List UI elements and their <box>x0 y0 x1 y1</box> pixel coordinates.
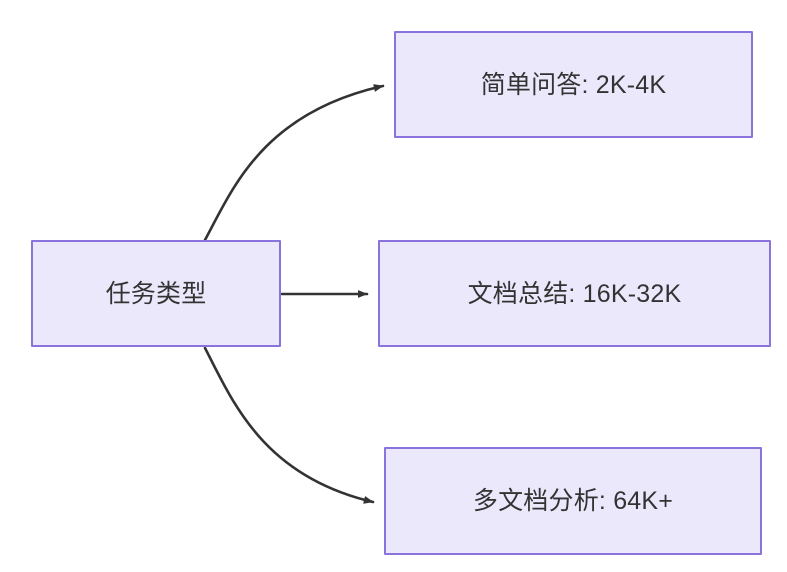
node-root-label: 任务类型 <box>105 279 207 308</box>
edge-root-to-multi-doc <box>203 346 375 504</box>
node-doc-summary[interactable]: 文档总结: 16K-32K <box>378 240 771 347</box>
edge-root-to-simple-qa <box>203 84 385 242</box>
node-multi-doc[interactable]: 多文档分析: 64K+ <box>384 447 762 555</box>
node-doc-summary-label: 文档总结: 16K-32K <box>467 279 682 308</box>
node-root-task-type[interactable]: 任务类型 <box>31 240 281 347</box>
node-simple-qa-label: 简单问答: 2K-4K <box>480 70 667 99</box>
node-simple-qa[interactable]: 简单问答: 2K-4K <box>394 31 753 138</box>
node-multi-doc-label: 多文档分析: 64K+ <box>472 487 674 515</box>
